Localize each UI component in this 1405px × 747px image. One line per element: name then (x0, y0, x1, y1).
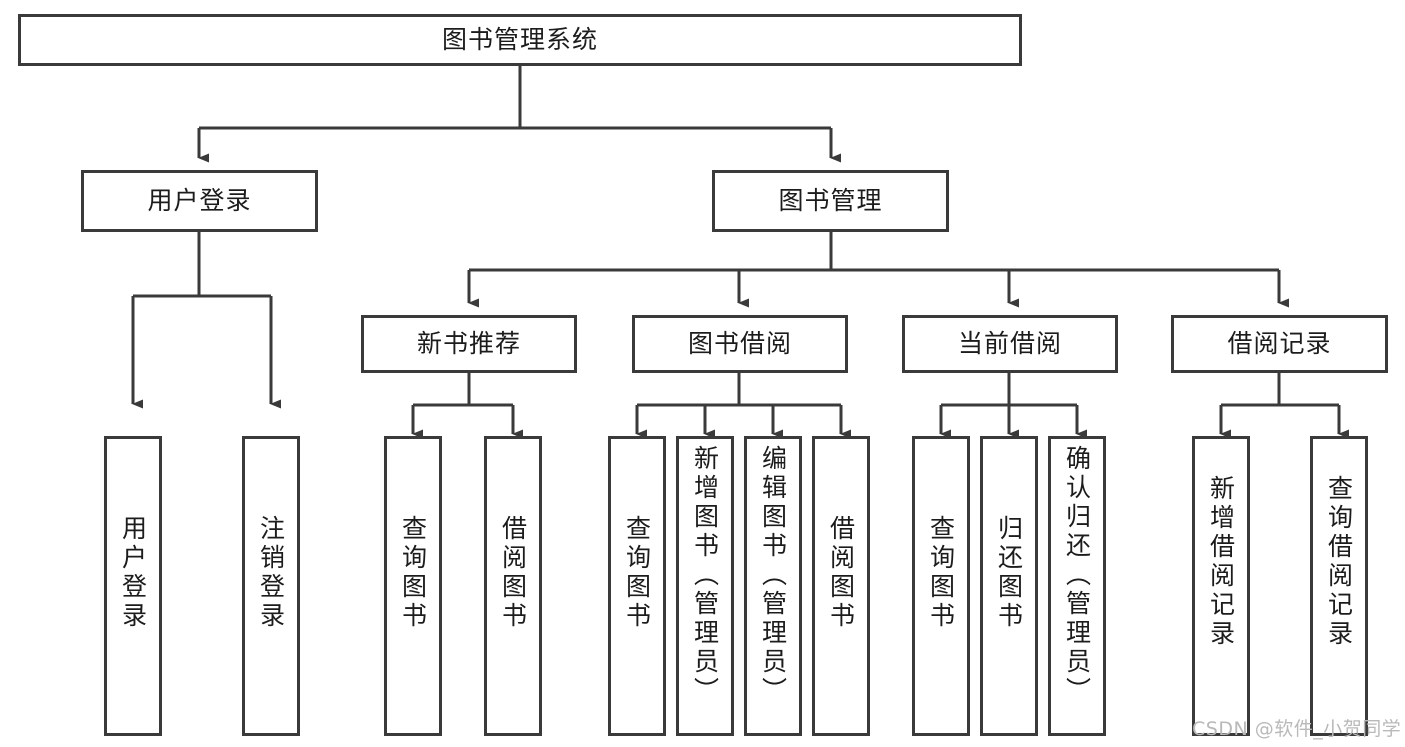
node-borrow-record-label: 借阅记录 (1227, 328, 1332, 358)
node-new-book-recommend-label: 新书推荐 (416, 328, 521, 358)
node-book-manage[interactable]: 图书管理 (712, 170, 949, 232)
leaf-book-borrow-query[interactable]: 查询图书 (608, 436, 666, 736)
leaf-borrow-record-query-label: 查询借阅记录 (1324, 475, 1354, 649)
csdn-watermark: CSDN @软件_小贺同学 (1192, 718, 1402, 740)
leaf-user-login-login-label: 用户登录 (118, 515, 148, 631)
node-root-system[interactable]: 图书管理系统 (18, 14, 1022, 66)
node-book-borrow[interactable]: 图书借阅 (632, 315, 848, 373)
leaf-current-borrow-return-label: 归还图书 (994, 515, 1024, 631)
leaf-current-borrow-query-label: 查询图书 (926, 515, 956, 631)
leaf-current-borrow-confirm[interactable]: 确认归还（管理员） (1048, 436, 1106, 736)
node-book-borrow-label: 图书借阅 (687, 328, 792, 358)
leaf-new-book-query[interactable]: 查询图书 (384, 436, 442, 736)
node-new-book-recommend[interactable]: 新书推荐 (361, 315, 577, 373)
leaf-user-login-logout-label: 注销登录 (256, 515, 286, 631)
leaf-book-borrow-borrow[interactable]: 借阅图书 (812, 436, 870, 736)
leaf-borrow-record-add-label: 新增借阅记录 (1206, 475, 1236, 649)
leaf-borrow-record-query[interactable]: 查询借阅记录 (1310, 436, 1368, 736)
leaf-book-borrow-edit-label: 编辑图书（管理员） (758, 445, 788, 706)
leaf-new-book-borrow-label: 借阅图书 (498, 515, 528, 631)
node-book-manage-label: 图书管理 (778, 185, 883, 215)
node-current-borrow-label: 当前借阅 (957, 328, 1062, 358)
leaf-current-borrow-confirm-label: 确认归还（管理员） (1062, 445, 1092, 706)
node-user-login-label: 用户登录 (147, 185, 252, 215)
leaf-user-login-logout[interactable]: 注销登录 (242, 436, 300, 736)
node-root-system-label: 图书管理系统 (441, 24, 598, 54)
leaf-user-login-login[interactable]: 用户登录 (104, 436, 162, 736)
node-current-borrow[interactable]: 当前借阅 (902, 315, 1118, 373)
leaf-current-borrow-query[interactable]: 查询图书 (912, 436, 970, 736)
node-user-login[interactable]: 用户登录 (81, 170, 318, 232)
leaf-current-borrow-return[interactable]: 归还图书 (980, 436, 1038, 736)
leaf-book-borrow-edit[interactable]: 编辑图书（管理员） (744, 436, 802, 736)
leaf-book-borrow-add[interactable]: 新增图书（管理员） (676, 436, 734, 736)
leaf-new-book-borrow[interactable]: 借阅图书 (484, 436, 542, 736)
leaf-new-book-query-label: 查询图书 (398, 515, 428, 631)
leaf-book-borrow-borrow-label: 借阅图书 (826, 515, 856, 631)
node-borrow-record[interactable]: 借阅记录 (1171, 315, 1388, 373)
leaf-book-borrow-add-label: 新增图书（管理员） (690, 445, 720, 706)
leaf-book-borrow-query-label: 查询图书 (622, 515, 652, 631)
leaf-borrow-record-add[interactable]: 新增借阅记录 (1192, 436, 1250, 736)
